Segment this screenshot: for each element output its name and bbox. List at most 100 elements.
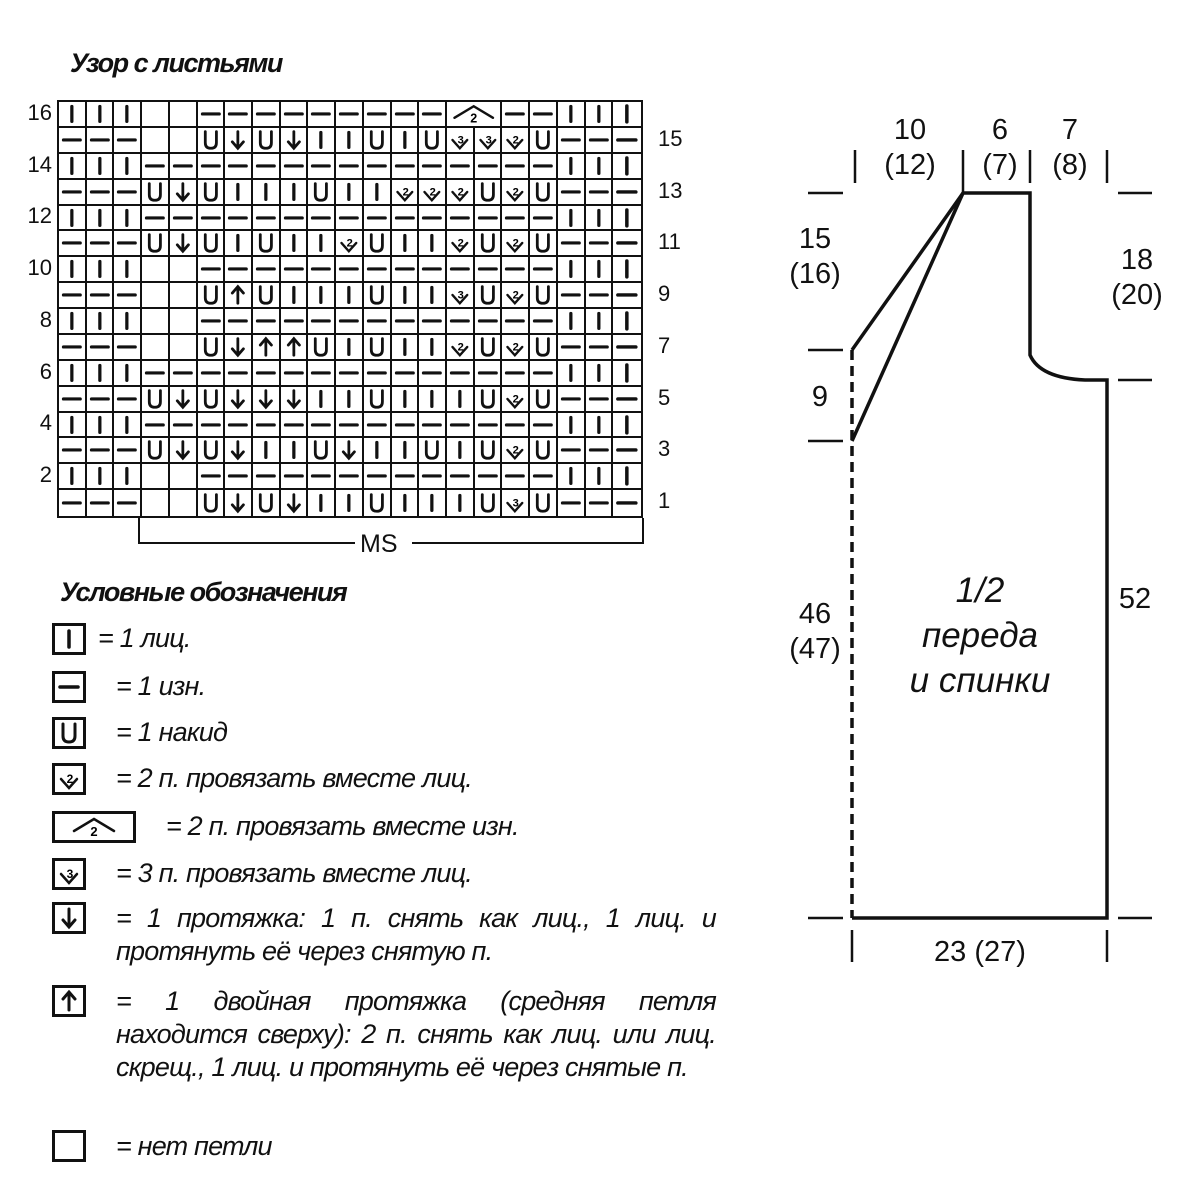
chart-cell [59, 205, 87, 232]
legend-item: = 1 двойная протяжка (средняя петля нахо… [52, 985, 717, 1084]
purl-symbol [533, 371, 553, 375]
purl-symbol [283, 164, 304, 168]
chart-cell [530, 283, 558, 309]
knit-symbol [264, 182, 268, 201]
chart-cell [86, 257, 115, 284]
chart-cell [142, 257, 170, 284]
chart-cell [86, 231, 115, 258]
chart-cell [253, 334, 281, 361]
chart-cell [585, 205, 614, 232]
knit-symbol [596, 104, 601, 123]
chart-cell [142, 360, 170, 387]
purl-symbol [394, 267, 415, 271]
purl-symbol [616, 189, 638, 194]
chart-cell [363, 231, 392, 258]
row-number: 8 [39, 306, 52, 332]
chart-cell [363, 438, 392, 465]
purl-symbol [228, 474, 249, 478]
purl-symbol [61, 241, 82, 245]
chart-cell [530, 334, 558, 361]
chart-cell [253, 231, 281, 258]
dim-value: 15 [798, 223, 832, 255]
purl-symbol [145, 371, 165, 375]
purl-symbol [505, 319, 526, 323]
slip-decrease-arrow-icon [231, 493, 246, 514]
chart-cell [613, 387, 641, 413]
knit-symbol [70, 363, 74, 382]
chart-cell [253, 412, 281, 439]
chart-cell [114, 490, 143, 516]
chart-cell [363, 179, 392, 206]
knit-symbol [569, 467, 573, 486]
purl-symbol [533, 164, 553, 168]
purl-symbol [560, 345, 581, 349]
knit-symbol [97, 311, 102, 330]
knit-symbol [402, 337, 407, 356]
double-decrease-arrow-icon [286, 336, 301, 357]
chart-cell [447, 360, 475, 387]
chart-cell [86, 179, 115, 206]
purl-symbol [283, 422, 304, 427]
purl-symbol [422, 474, 443, 478]
chart-cell [419, 360, 447, 387]
chart-cell [59, 412, 87, 439]
chart-cell [114, 438, 143, 465]
purl-symbol [117, 293, 138, 297]
purl-symbol [311, 319, 332, 323]
purl-symbol [311, 267, 332, 271]
slip-decrease-arrow-icon [231, 388, 246, 410]
purl-symbol [533, 267, 553, 271]
purl-symbol [339, 474, 359, 478]
chart-cell [280, 231, 309, 258]
knit-symbol [596, 467, 601, 486]
chart-cell [557, 283, 586, 309]
purl-symbol [145, 215, 165, 220]
k3tog-symbol: 3 [451, 290, 469, 306]
chart-cell [474, 360, 503, 387]
knit-symbol [236, 182, 240, 201]
row-number: 11 [658, 229, 681, 255]
purl-symbol [89, 345, 110, 349]
knit-symbol [569, 260, 573, 279]
dim-value-alt: (7) [982, 149, 1018, 181]
chart-cell [585, 179, 614, 206]
chart-cell [447, 153, 475, 180]
knit-symbol [70, 415, 74, 434]
purl-symbol [449, 474, 470, 478]
chart-cell [308, 231, 337, 258]
chart-cell [391, 257, 420, 284]
chart-cell [225, 153, 253, 180]
purl-symbol [61, 396, 82, 401]
knit-symbol [97, 260, 102, 279]
chart-cell [142, 179, 170, 206]
purl-symbol [477, 319, 498, 323]
chart-cell [530, 179, 558, 206]
purl-symbol [449, 267, 470, 271]
chart-cell [169, 360, 198, 387]
chart-cell [363, 334, 392, 361]
chart-cell [585, 257, 614, 284]
slip-decrease-arrow-icon [286, 130, 301, 151]
purl-symbol [588, 396, 609, 401]
chart-cell [142, 464, 170, 491]
purl-symbol [228, 422, 249, 427]
chart-cell [363, 153, 392, 180]
purl-symbol [200, 267, 221, 271]
yarn-over-symbol [203, 130, 218, 150]
k2tog-symbol: 2 [506, 342, 524, 357]
chart-cell [557, 334, 586, 361]
chart-cell [142, 102, 170, 128]
dim-value-alt: (16) [789, 258, 841, 290]
chart-cell [253, 360, 281, 387]
chart-cell [59, 283, 87, 309]
yarn-over-symbol [536, 388, 550, 409]
chart-cell [557, 360, 586, 387]
chart-cell [225, 334, 253, 361]
chart-cell [114, 334, 143, 361]
chart-cell [86, 102, 115, 128]
purl-symbol [588, 501, 609, 505]
chart-cell [585, 231, 614, 258]
dim-value: 6 [991, 114, 1009, 146]
chart-cell [59, 179, 87, 206]
chart-cell [613, 361, 641, 387]
